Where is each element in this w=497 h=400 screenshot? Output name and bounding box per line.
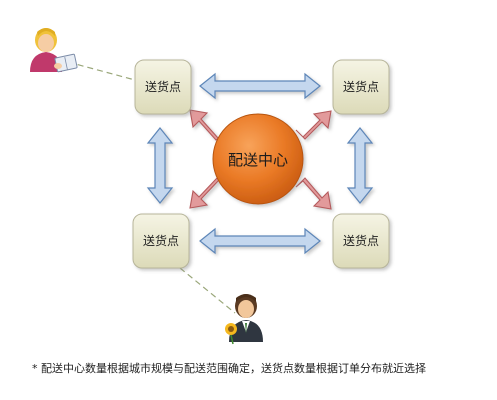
arrow-right-vertical (346, 127, 374, 204)
connector-line-bottom (179, 267, 236, 314)
woman-reading-icon (30, 28, 78, 73)
delivery-point-top-left: 送货点 (134, 59, 192, 115)
arrow-top-horizontal (199, 72, 321, 100)
distribution-center-label: 配送中心 (228, 151, 288, 169)
arrow-center-to-top-right (295, 110, 332, 140)
delivery-point-label: 送货点 (343, 79, 379, 94)
arrow-left-vertical (146, 127, 174, 204)
arrow-center-to-bottom-left (189, 177, 227, 209)
delivery-point-bottom-right: 送货点 (332, 213, 390, 269)
arrow-center-to-bottom-right (295, 177, 332, 210)
flower-icon (225, 323, 237, 345)
delivery-point-label: 送货点 (343, 233, 379, 248)
caption-note: * 配送中心数量根据城市规模与配送范围确定，送货点数量根据订单分布就近选择 (32, 362, 426, 375)
delivery-point-top-right: 送货点 (332, 59, 390, 115)
distribution-center: 配送中心 (212, 113, 304, 205)
delivery-point-label: 送货点 (143, 233, 179, 248)
arrow-bottom-horizontal (199, 227, 321, 255)
man-with-flower-icon (225, 294, 263, 345)
connector-line-top (67, 61, 136, 81)
delivery-point-label: 送货点 (145, 79, 181, 94)
delivery-point-bottom-left: 送货点 (132, 213, 190, 269)
